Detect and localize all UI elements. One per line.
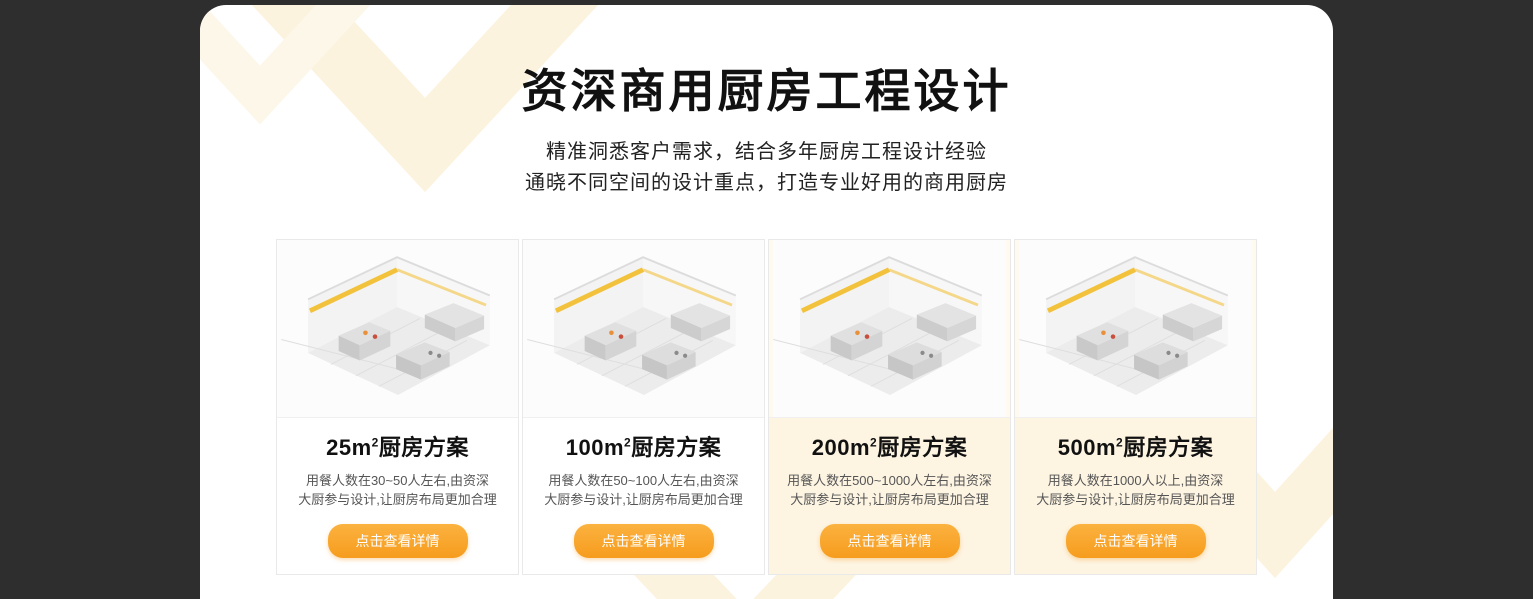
plan-card-title: 100m2厨房方案 [531,430,756,462]
plan-card-body: 500m2厨房方案 用餐人数在1000人以上,由资深大厨参与设计,让厨房布局更加… [1015,418,1256,574]
plan-description-line1: 用餐人数在50~100人左右,由资深 [548,473,739,488]
plan-card-25: 25m2厨房方案 用餐人数在30~50人左右,由资深大厨参与设计,让厨房布局更加… [276,239,519,575]
plan-description-line2: 大厨参与设计,让厨房布局更加合理 [1036,492,1235,507]
plan-description: 用餐人数在30~50人左右,由资深大厨参与设计,让厨房布局更加合理 [285,471,510,509]
plan-card-body: 200m2厨房方案 用餐人数在500~1000人左右,由资深大厨参与设计,让厨房… [769,418,1010,574]
plan-title-suffix: 厨房方案 [631,435,722,460]
plan-card-title: 500m2厨房方案 [1023,430,1248,462]
plan-card-title: 25m2厨房方案 [285,430,510,462]
plan-title-suffix: 厨房方案 [378,435,469,460]
kitchen-render-image-500 [1015,240,1256,418]
plan-description-line1: 用餐人数在500~1000人左右,由资深 [787,473,992,488]
plan-description: 用餐人数在500~1000人左右,由资深大厨参与设计,让厨房布局更加合理 [777,471,1002,509]
plan-card-body: 25m2厨房方案 用餐人数在30~50人左右,由资深大厨参与设计,让厨房布局更加… [277,418,518,574]
view-details-button-200[interactable]: 点击查看详情 [819,524,960,558]
section-subtitle-line2: 通晓不同空间的设计重点，打造专业好用的商用厨房 [525,172,1008,194]
plan-description-line2: 大厨参与设计,让厨房布局更加合理 [790,492,989,507]
plan-card-title: 200m2厨房方案 [777,430,1002,462]
plan-card-500: 500m2厨房方案 用餐人数在1000人以上,由资深大厨参与设计,让厨房布局更加… [1014,239,1257,575]
kitchen-render-image-100 [523,240,764,418]
plan-area-value: 25m [326,435,372,460]
content-panel: 资深商用厨房工程设计 精准洞悉客户需求，结合多年厨房工程设计经验 通晓不同空间的… [200,5,1333,599]
plan-cards-row: 25m2厨房方案 用餐人数在30~50人左右,由资深大厨参与设计,让厨房布局更加… [200,239,1333,575]
kitchen-render-image-25 [277,240,518,418]
plan-card-body: 100m2厨房方案 用餐人数在50~100人左右,由资深大厨参与设计,让厨房布局… [523,418,764,574]
view-details-button-25[interactable]: 点击查看详情 [327,524,468,558]
plan-description: 用餐人数在1000人以上,由资深大厨参与设计,让厨房布局更加合理 [1023,471,1248,509]
section-subtitle-line1: 精准洞悉客户需求，结合多年厨房工程设计经验 [546,141,987,163]
section-title: 资深商用厨房工程设计 [521,65,1012,117]
plan-title-suffix: 厨房方案 [877,435,968,460]
plan-description: 用餐人数在50~100人左右,由资深大厨参与设计,让厨房布局更加合理 [531,471,756,509]
plan-title-suffix: 厨房方案 [1123,435,1214,460]
plan-area-value: 100m [565,435,625,460]
plan-card-200: 200m2厨房方案 用餐人数在500~1000人左右,由资深大厨参与设计,让厨房… [768,239,1011,575]
plan-card-100: 100m2厨房方案 用餐人数在50~100人左右,由资深大厨参与设计,让厨房布局… [522,239,765,575]
plan-description-line2: 大厨参与设计,让厨房布局更加合理 [298,492,497,507]
view-details-button-500[interactable]: 点击查看详情 [1065,524,1206,558]
plan-area-superscript: 2 [371,435,379,450]
plan-area-superscript: 2 [870,435,878,450]
plan-description-line2: 大厨参与设计,让厨房布局更加合理 [544,492,743,507]
plan-description-line1: 用餐人数在30~50人左右,由资深 [305,473,490,488]
plan-description-line1: 用餐人数在1000人以上,由资深 [1047,473,1224,488]
plan-area-value: 500m [1057,435,1117,460]
view-details-button-100[interactable]: 点击查看详情 [573,524,714,558]
kitchen-render-image-200 [769,240,1010,418]
plan-area-value: 200m [811,435,871,460]
plan-area-superscript: 2 [624,435,632,450]
